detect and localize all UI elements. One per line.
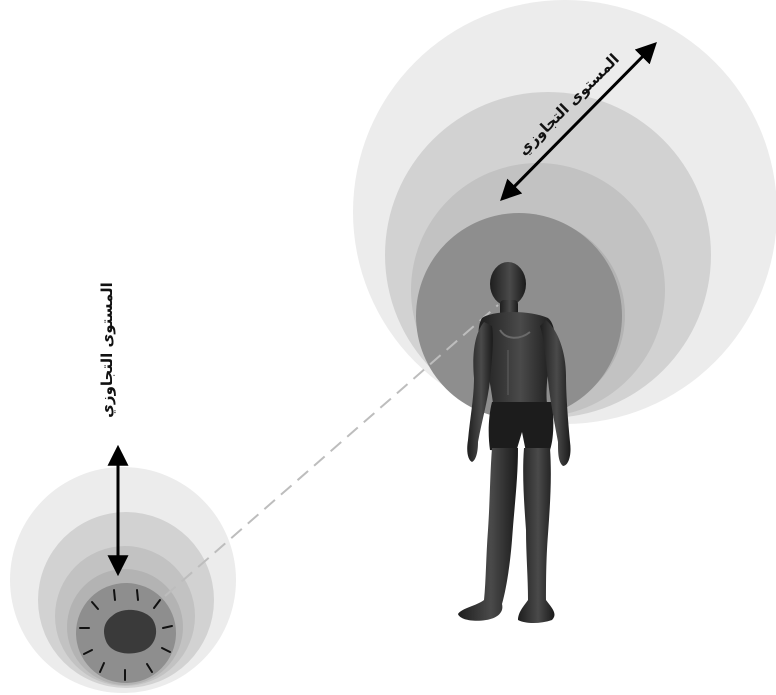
small-circle-group xyxy=(10,467,236,693)
dashed-connection-line xyxy=(164,304,499,597)
large-double-arrow xyxy=(500,42,657,201)
human-figure-icon xyxy=(458,262,571,623)
stone-icon xyxy=(79,589,173,681)
small-arrow-label: المستوى التجاوزي xyxy=(98,282,117,418)
